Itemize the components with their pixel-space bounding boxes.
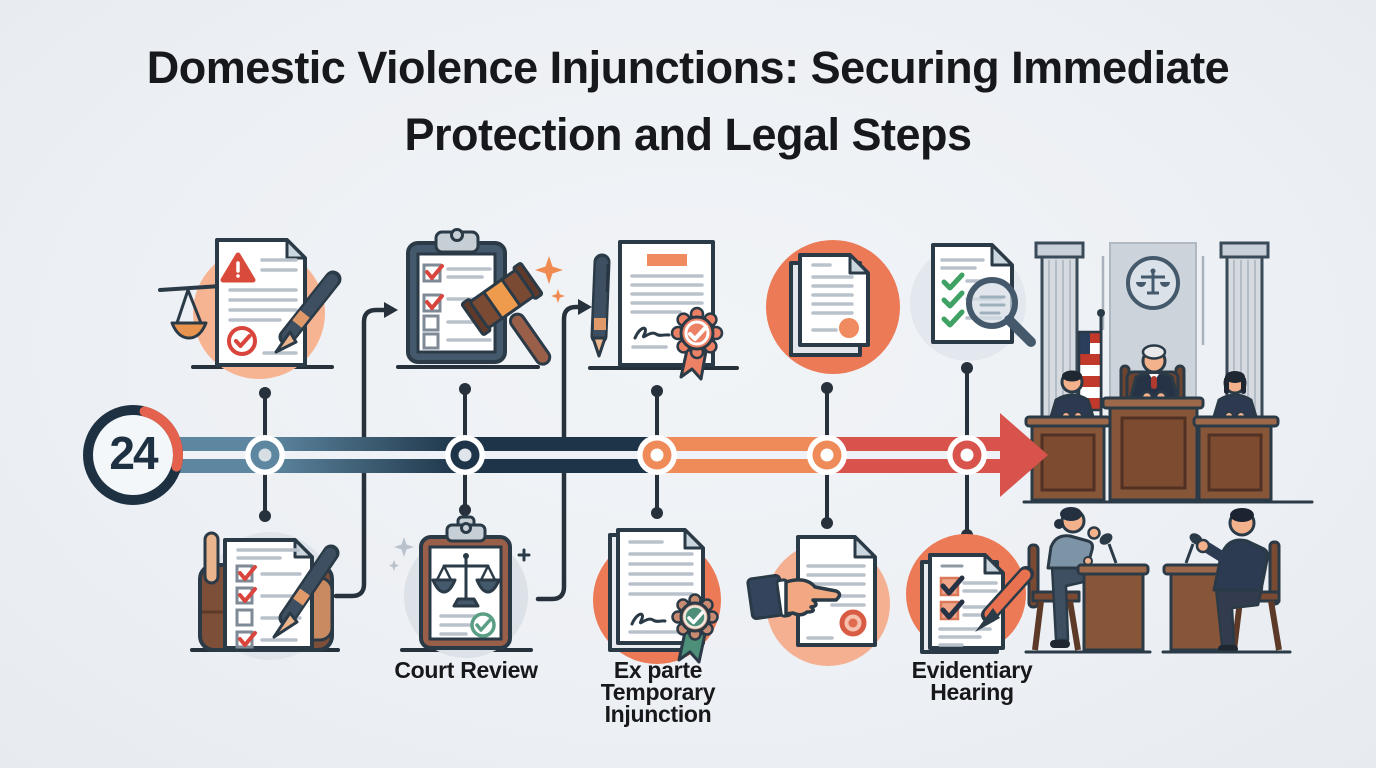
court-clerk-figure <box>1048 370 1096 422</box>
microphone-icon <box>1099 533 1113 545</box>
magnifier-icon <box>966 277 1036 347</box>
judge-bench <box>1101 396 1205 502</box>
seal-stamp-icon <box>839 609 867 637</box>
pen-icon <box>590 253 611 358</box>
hand-serving-document-icon <box>746 535 890 666</box>
timer-arc <box>139 406 184 472</box>
scales-clipboard-icon <box>389 515 531 658</box>
signature-scribble <box>633 326 671 340</box>
scales-emblem-icon <box>1126 256 1180 310</box>
timeline-node-stems <box>259 362 973 541</box>
step-label-evidentiary-hearing: Evidentiary Hearing <box>911 657 1033 705</box>
sparkle-icon <box>389 537 531 571</box>
petitioner-figure <box>1027 507 1101 651</box>
timeline-arrow <box>150 413 1048 497</box>
courtroom-hearing-scene <box>1022 241 1314 654</box>
signed-order-pen-icon <box>590 240 724 381</box>
evidence-review-magnifier-icon <box>910 243 1036 361</box>
timeline-node <box>947 435 987 475</box>
timeline-node <box>637 435 677 475</box>
ribbon-seal-icon <box>671 593 719 664</box>
timer-badge-value: 24 <box>109 427 158 479</box>
respondent-figure <box>1195 508 1282 653</box>
filing-checklist-folder-icon <box>198 531 340 660</box>
ribbon-seal-icon <box>670 306 724 381</box>
arrowhead-icon <box>1000 413 1048 497</box>
timeline-nodes <box>245 435 987 475</box>
scales-of-justice-icon <box>431 553 501 608</box>
witness-podium <box>1076 533 1150 652</box>
warning-triangle-icon <box>220 252 256 283</box>
pen-icon <box>272 544 340 639</box>
checklist-gavel-icon <box>406 228 565 366</box>
pointing-hand-icon <box>746 573 842 621</box>
timeline-node <box>245 435 285 475</box>
pen-icon <box>274 270 342 354</box>
gavel-icon <box>460 262 552 366</box>
approved-check-seal-icon <box>227 326 257 356</box>
24-hour-timer-badge <box>83 405 184 505</box>
sealed-order-documents-icon <box>593 528 721 664</box>
clerk-desk <box>1192 415 1280 502</box>
sparkle-icon <box>535 256 565 303</box>
timeline-node <box>445 435 485 475</box>
served-documents-icon <box>766 240 900 374</box>
signature-scribble <box>630 612 667 626</box>
step-label-court-review: Court Review <box>394 657 538 683</box>
pen-icon <box>975 566 1034 632</box>
seal-dot <box>839 318 859 338</box>
infographic-title: Domestic Violence Injunctions: Securing … <box>146 42 1230 160</box>
evidence-checklist-pen-icon <box>906 534 1034 654</box>
approved-check-icon <box>470 612 496 638</box>
urgent-petition-document-icon <box>158 238 342 379</box>
clerk-desk <box>1024 415 1112 502</box>
step-label-ex-parte-temporary-injunction: Ex parte Temporary Injunction <box>600 657 716 727</box>
timeline-node <box>807 435 847 475</box>
